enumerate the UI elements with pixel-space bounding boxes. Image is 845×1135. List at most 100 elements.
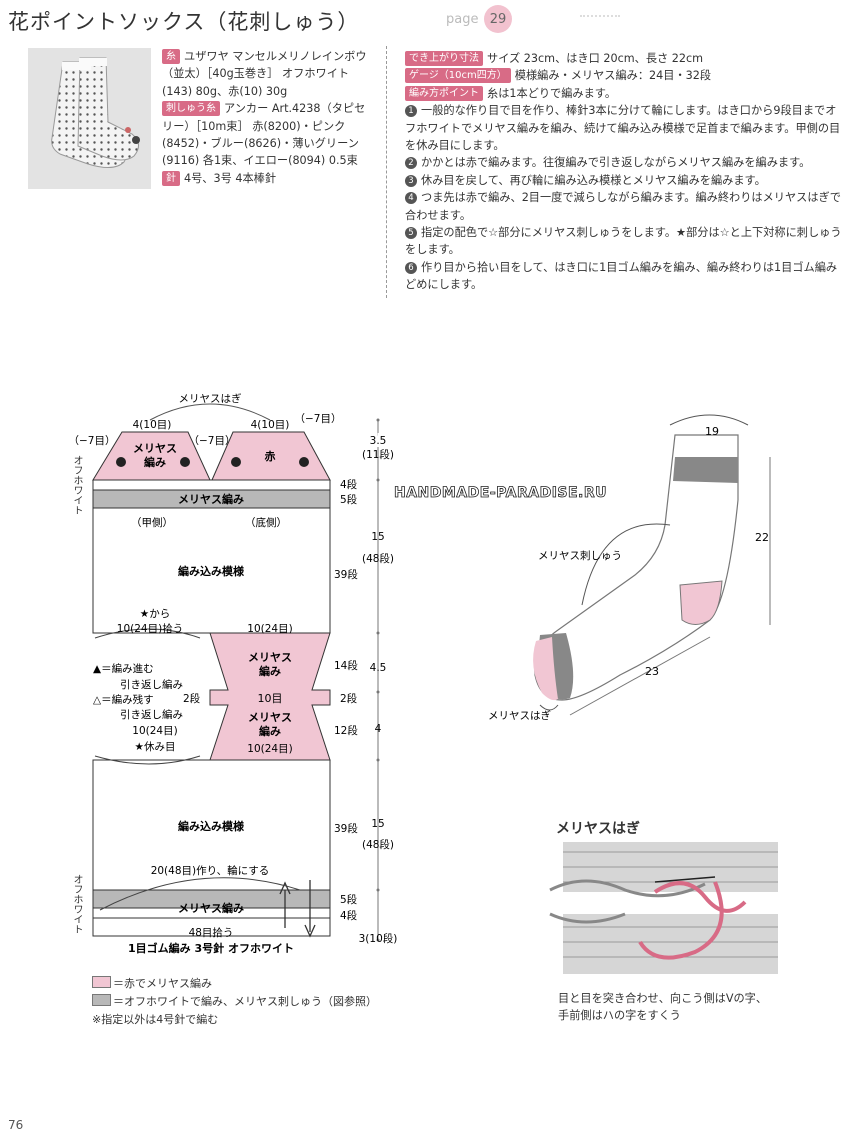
svg-text:編み: 編み	[259, 664, 281, 678]
svg-text:4(10目): 4(10目)	[133, 419, 172, 431]
watermark: HANDMADE-PARADISE.RU	[394, 485, 608, 502]
gauge-line: ゲージ（10cm四方）模様編み・メリヤス編み：24目・32段	[405, 67, 845, 84]
graft-title: メリヤスはぎ	[556, 821, 640, 837]
column-divider	[386, 46, 387, 298]
svg-text:3(10段): 3(10段)	[359, 932, 398, 945]
svg-text:3.5: 3.5	[370, 435, 387, 447]
svg-text:2段: 2段	[183, 692, 201, 705]
dim-23: 23	[645, 665, 659, 678]
svg-text:10(24目): 10(24目)	[247, 743, 292, 755]
svg-text:12段: 12段	[334, 724, 358, 737]
svg-text:5段: 5段	[340, 493, 358, 506]
svg-text:14段: 14段	[334, 659, 358, 672]
svg-text:（−7目）: （−7目）	[295, 413, 342, 425]
svg-text:（底側）: （底側）	[245, 516, 287, 529]
svg-text:2段: 2段	[340, 692, 358, 705]
step-marker: 6	[405, 261, 417, 274]
needle-text: 4号、3号 4本棒針	[184, 171, 277, 185]
yarn-tag: 糸	[162, 49, 180, 64]
svg-text:48目拾う: 48目拾う	[189, 926, 234, 939]
svg-text:15: 15	[371, 531, 384, 543]
svg-text:メリヤス: メリヤス	[248, 651, 292, 664]
header-dots	[580, 15, 620, 21]
svg-text:メリヤス: メリヤス	[248, 711, 292, 724]
svg-text:10(24目): 10(24目)	[247, 623, 292, 635]
graft-illustration	[549, 842, 778, 974]
svg-text:（−7目）: （−7目）	[189, 435, 236, 447]
dim-19: 19	[705, 425, 719, 438]
page-title: 花ポイントソックス（花刺しゅう）	[8, 10, 360, 34]
step-marker: 5	[405, 227, 417, 240]
sock-illustration: 19 22 23 メリヤス刺しゅう メリヤスはぎ	[488, 414, 771, 722]
offwhite-label-bottom: オフホワイト	[71, 874, 82, 934]
step-marker: 2	[405, 157, 417, 170]
svg-text:(48段): (48段)	[362, 838, 394, 851]
top-band-white	[92, 479, 331, 491]
point-tag: 編み方ポイント	[405, 85, 483, 101]
offwhite-label-top: オフホワイト	[71, 455, 82, 515]
page-number: 76	[8, 1118, 24, 1132]
svg-text:3.5: 3.5	[370, 435, 387, 447]
svg-text:10目: 10目	[258, 692, 283, 705]
knitting-diagram: メリヤスはぎ 4(10目) 4(10目) （−7目） （−7目） （−7目） メ…	[69, 392, 398, 955]
svg-text:引き返し編み: 引き返し編み	[120, 708, 183, 721]
size-text: サイズ 23cm、はき口 20cm、長さ 22cm	[487, 52, 704, 65]
emb-label: メリヤス刺しゅう	[538, 550, 622, 562]
embroidery-thread-tag: 刺しゅう糸	[162, 101, 220, 117]
svg-text:39段: 39段	[334, 822, 358, 835]
yarn-text: ユザワヤ マンセルメリノレインボウ（並太）［40g玉巻き］ オフホワイト(143…	[162, 50, 367, 98]
svg-text:編み: 編み	[259, 724, 281, 738]
label-top-graft: メリヤスはぎ	[179, 392, 242, 405]
svg-text:△＝編み残す: △＝編み残す	[93, 693, 154, 706]
svg-text:15: 15	[371, 818, 384, 830]
size-line: でき上がり寸法サイズ 23cm、はき口 20cm、長さ 22cm	[405, 50, 845, 67]
svg-text:20(48目)作り、輪にする: 20(48目)作り、輪にする	[151, 864, 270, 877]
svg-text:（甲側）: （甲側）	[131, 516, 173, 529]
size-tag: でき上がり寸法	[405, 51, 483, 66]
svg-text:4(10目): 4(10目)	[251, 419, 290, 431]
gray-swatch	[92, 994, 111, 1006]
sock-photo	[28, 48, 151, 189]
svg-text:10(24目)拾う: 10(24目)拾う	[117, 622, 183, 635]
point-text: 糸は1本どりで編みます。	[487, 86, 617, 100]
dim-22: 22	[755, 531, 769, 544]
svg-text:編み込み模様: 編み込み模様	[178, 564, 245, 578]
needle-tag: 針	[162, 170, 180, 186]
gauge-text: 模様編み・メリヤス編み：24目・32段	[514, 69, 712, 83]
svg-text:4.5: 4.5	[370, 662, 387, 674]
svg-text:赤: 赤	[265, 449, 276, 463]
svg-text:4段: 4段	[340, 478, 358, 491]
embroidery-thread-text: アンカー Art.4238（タピセリー）［10m束］ 赤(8200)・ピンク(8…	[162, 102, 366, 168]
page-badge: 29	[484, 5, 512, 33]
svg-text:(11段): (11段)	[362, 448, 394, 461]
svg-text:4: 4	[375, 723, 382, 735]
graft-label-sock: メリヤスはぎ	[488, 709, 551, 722]
svg-text:★休み目: ★休み目	[135, 741, 176, 753]
svg-text:(48段): (48段)	[362, 552, 394, 565]
svg-text:★から: ★から	[140, 608, 170, 620]
pink-swatch	[92, 976, 111, 988]
ribbing-area	[92, 917, 331, 937]
sock-photo-image	[28, 48, 151, 189]
graft-caption: 目と目を突き合わせ、向こう側はVの字、手前側はハの字をすくう	[558, 992, 768, 1022]
svg-text:▲＝編み進む: ▲＝編み進む	[93, 662, 154, 675]
point-line: 編み方ポイント糸は1本どりで編みます。	[405, 85, 845, 102]
legend-pink: ＝赤でメリヤス編み	[92, 975, 212, 991]
legend-gray: ＝オフホワイトで編み、メリヤス刺しゅう（図参照）	[92, 993, 377, 1009]
step-marker: 3	[405, 174, 417, 187]
legend-note: ※指定以外は4号針で編む	[92, 1013, 219, 1026]
svg-text:5段: 5段	[340, 893, 358, 906]
svg-text:4段: 4段	[340, 909, 358, 922]
leg-pattern-area	[92, 759, 331, 891]
svg-text:10(24目): 10(24目)	[132, 725, 177, 737]
specs-block: でき上がり寸法サイズ 23cm、はき口 20cm、長さ 22cm ゲージ（10c…	[405, 50, 845, 294]
svg-text:39段: 39段	[334, 568, 358, 581]
svg-text:引き返し編み: 引き返し編み	[120, 678, 183, 691]
step-marker: 1	[405, 105, 417, 118]
